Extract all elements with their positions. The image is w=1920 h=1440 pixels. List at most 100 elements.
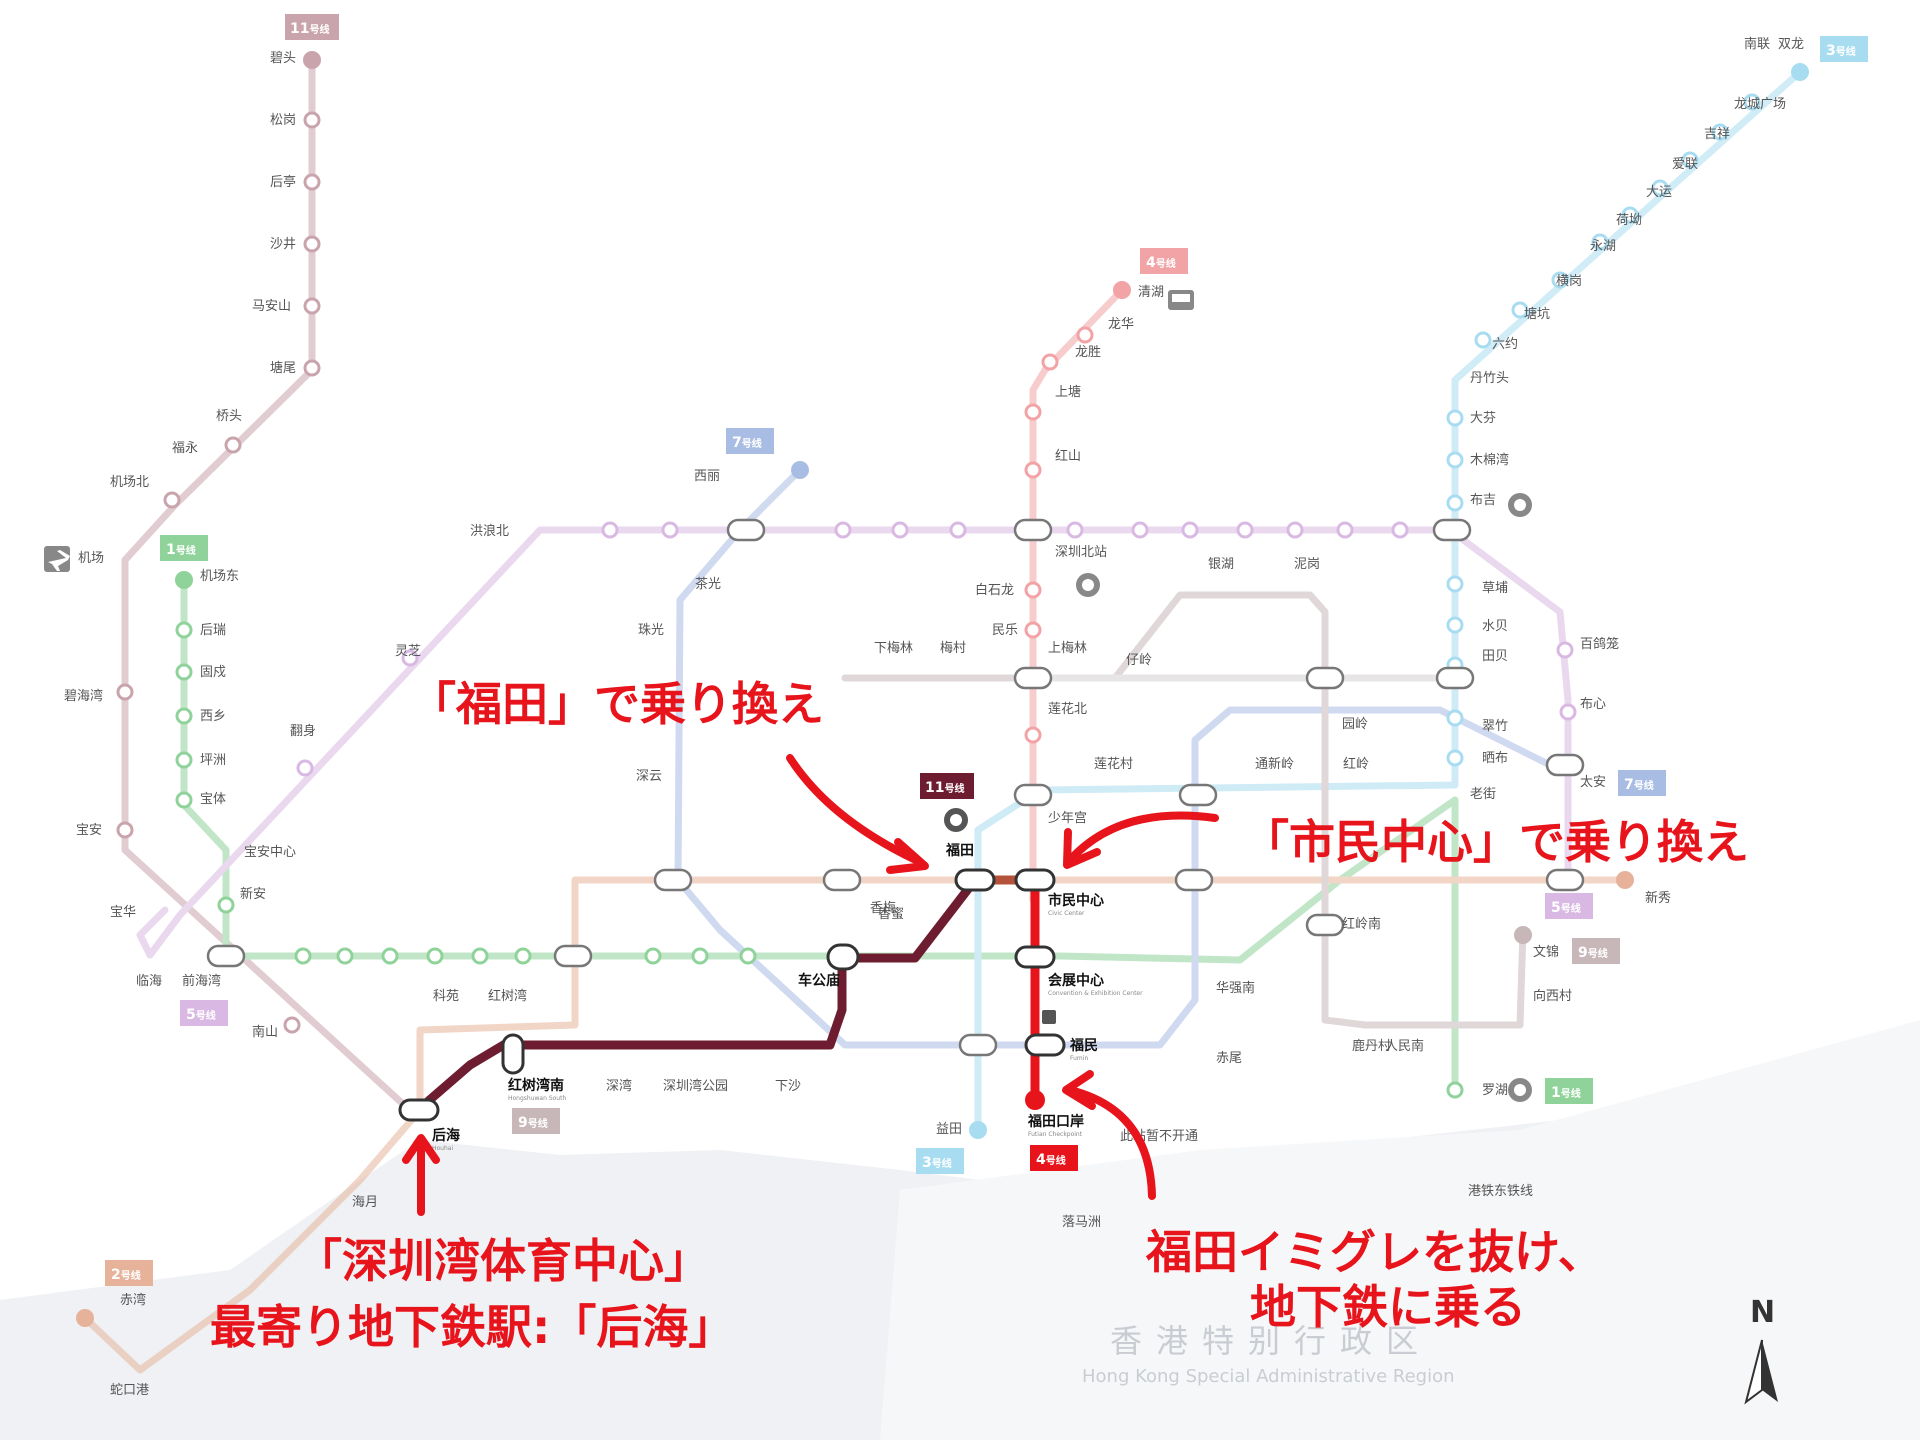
badge-line7-mid: 7号线 (726, 428, 774, 454)
railway-station-icon (1076, 573, 1100, 597)
bitou-terminus-dot (303, 51, 321, 69)
north-label: N (1750, 1295, 1775, 1330)
svg-text:3号线: 3号线 (1826, 43, 1856, 59)
badge-line1-bottom: 1号线 (1545, 1078, 1593, 1104)
callout-immigration-1: 福田イミグレを抜け、 (1145, 1225, 1604, 1279)
station-hongcheng: 洪浪北 (470, 524, 509, 539)
station-futian-checkpoint-en: Futian Checkpoint (1028, 1131, 1083, 1138)
callout-houhai-note-1: 「深圳湾体育中心」 (296, 1234, 710, 1288)
station-hourui: 后瑞 (200, 623, 226, 638)
station-civic-center-en: Civic Center (1048, 910, 1085, 917)
station-longcheng-square: 龙城广场 (1734, 97, 1786, 112)
station-liuyue: 六约 (1492, 337, 1518, 352)
airport-east-dot (175, 571, 193, 589)
svg-text:3号线: 3号线 (922, 1155, 952, 1171)
station-shenyun: 深云 (636, 769, 662, 784)
compass-north-icon (1744, 1339, 1778, 1405)
station-lianhuabei: 莲花北 (1048, 701, 1087, 717)
convention-transfer (1014, 945, 1056, 969)
station-pingzhou: 坪洲 (200, 753, 226, 768)
xinxiu-terminus-dot (1616, 871, 1634, 889)
svg-text:7号线: 7号线 (1624, 777, 1654, 793)
station-qinghu: 清湖 (1138, 285, 1164, 300)
buji-rail-icon (1508, 493, 1532, 517)
qinghu-terminus-dot (1113, 281, 1131, 299)
svg-text:1号线: 1号线 (166, 542, 196, 558)
station-shuibei: 水贝 (1482, 619, 1508, 634)
station-yuanling: 园岭 (1342, 717, 1368, 732)
arrow-to-civic-center (1063, 811, 1219, 869)
badge-line9-bottom: 9号线 (512, 1108, 560, 1134)
station-airport-north: 机场北 (110, 475, 149, 490)
station-meicun: 梅村 (940, 641, 966, 656)
station-zhuguang: 珠光 (638, 623, 664, 638)
station-shajing: 沙井 (270, 237, 296, 252)
line1 (180, 571, 1459, 1094)
station-baoan: 宝安 (76, 823, 102, 838)
arrow-to-futian (786, 754, 929, 874)
station-xiameilin: 下梅林 (874, 641, 913, 656)
station-cuizhu: 翠竹 (1482, 719, 1508, 734)
station-songgang: 松岗 (270, 113, 296, 128)
hk-region-sub: Hong Kong Special Administrative Region (1082, 1366, 1455, 1387)
station-lufengcun: 鹿丹村 (1352, 1038, 1391, 1054)
station-haiyue: 海月 (352, 1195, 378, 1210)
station-yinhu: 银湖 (1208, 557, 1234, 572)
station-houting: 后亭 (270, 174, 296, 190)
station-airport-east: 机场东 (200, 569, 239, 584)
station-houhai-en: Houhai (432, 1145, 453, 1152)
badge-line3-bottom: 3号线 (916, 1148, 964, 1174)
line4-north (1029, 286, 1126, 904)
station-shuanglong: 双龙 (1778, 37, 1804, 52)
line11-north (121, 51, 419, 1119)
station-dafen: 大芬 (1470, 411, 1496, 426)
badge-line1-left: 1号线 (160, 535, 208, 561)
line3-station-dots (1446, 93, 1761, 767)
station-shangtang: 上塘 (1055, 384, 1081, 400)
line5 (146, 526, 1629, 959)
svg-text:7号线: 7号线 (732, 435, 762, 451)
station-futian-checkpoint: 福田口岸 (1027, 1113, 1084, 1130)
station-qianhaiwan: 前海湾 (182, 973, 221, 989)
station-chegongmiao: 车公庙 (798, 972, 840, 989)
station-minle: 民乐 (992, 623, 1018, 638)
station-airport: 机场 (78, 551, 104, 566)
svg-text:2号线: 2号线 (111, 1267, 141, 1283)
station-dayun: 大运 (1646, 185, 1672, 200)
station-xiasha: 下沙 (775, 1079, 801, 1094)
xilihu-terminus-dot (791, 461, 809, 479)
line9 (841, 591, 1527, 1029)
svg-text:5号线: 5号线 (186, 1007, 216, 1023)
line3 (974, 68, 1804, 1134)
station-chaguang: 茶光 (695, 576, 721, 592)
station-tianbei: 田贝 (1482, 649, 1508, 664)
station-xili: 西丽 (694, 469, 720, 484)
futian-rail-icon (944, 808, 968, 832)
station-ailian: 爱联 (1672, 157, 1698, 172)
station-caopu: 草埔 (1482, 581, 1508, 596)
futian-transfer (954, 868, 996, 892)
station-buji: 布吉 (1470, 493, 1496, 508)
station-convention: 会展中心 (1048, 972, 1104, 989)
station-longsheng: 龙胜 (1075, 345, 1101, 360)
station-gangtie: 港铁东铁线 (1468, 1184, 1533, 1199)
route-transfer-capsules (398, 868, 1066, 1122)
station-henggang: 横岗 (1556, 274, 1582, 289)
station-maanshan: 马安山 (252, 299, 291, 314)
svg-text:11号线: 11号线 (925, 780, 964, 796)
shopping-bag-icon (1042, 1010, 1056, 1024)
station-shenzhen-north: 深圳北站 (1055, 545, 1107, 560)
station-xiangmei: 香梅 (870, 901, 896, 916)
station-hongling: 红岭 (1343, 756, 1369, 772)
station-keyuan: 科苑 (433, 989, 459, 1004)
station-hongshuwan-south: 红树湾南 (508, 1077, 564, 1094)
station-huaqiang-south: 华强南 (1216, 980, 1255, 996)
station-convention-en: Convention & Exhibition Center (1048, 990, 1143, 997)
svg-text:11号线: 11号线 (290, 21, 329, 37)
civic-center-transfer (1014, 868, 1056, 892)
line4-station-dots (1024, 326, 1094, 744)
station-baoti: 宝体 (200, 792, 226, 807)
station-wenjin: 文锦 (1533, 945, 1559, 960)
station-chiwei: 赤尾 (1216, 1051, 1242, 1066)
station-shenwan: 深湾 (606, 1078, 632, 1094)
